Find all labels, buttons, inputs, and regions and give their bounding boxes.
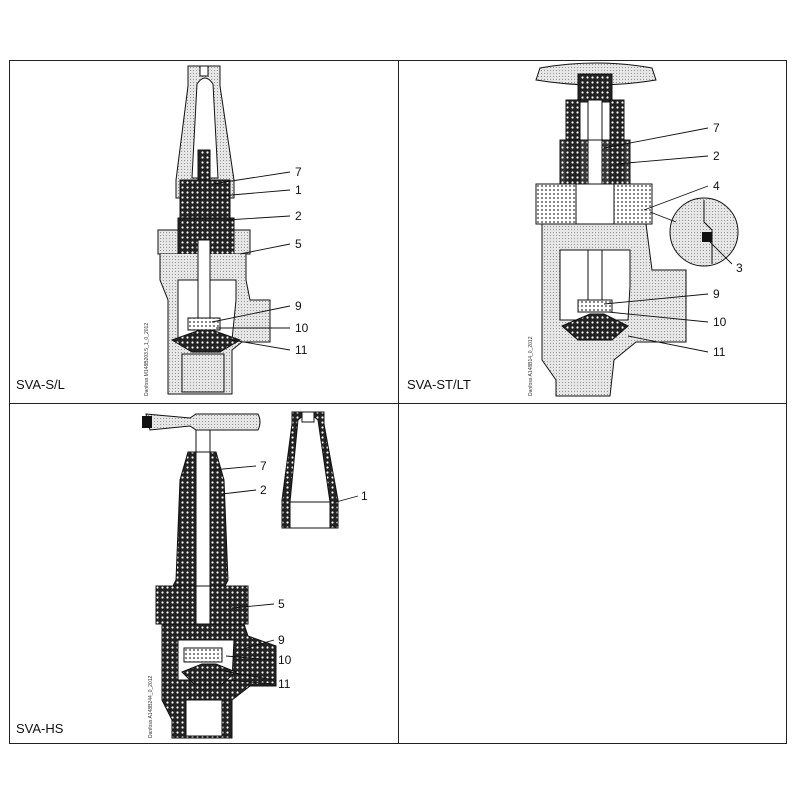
drawing-id: Danfoss A148B244_0_2012: [148, 676, 154, 738]
callout-5: 5: [278, 597, 285, 611]
callout-9: 9: [713, 287, 720, 301]
callout-4: 4: [713, 179, 720, 193]
callout-10: 10: [278, 653, 292, 667]
callout-9: 9: [278, 633, 285, 647]
callout-2: 2: [260, 483, 267, 497]
callout-10: 10: [295, 321, 309, 335]
callout-7: 7: [260, 459, 267, 473]
sva-stlt-drawing: 7 2 4 3 9 10 11 Danfoss A148B14_0_2012: [528, 62, 743, 397]
callout-10: 10: [713, 315, 727, 329]
grid-divider-vertical: [398, 60, 399, 744]
drawing-id: Danfoss A148B14_0_2012: [528, 336, 534, 396]
callout-11: 11: [278, 677, 291, 691]
callout-5: 5: [295, 237, 302, 251]
callout-11: 11: [713, 345, 726, 359]
callout-9: 9: [295, 299, 302, 313]
callout-2: 2: [295, 209, 302, 223]
panel-title-sva-sl: SVA-S/L: [16, 377, 65, 392]
callout-1: 1: [295, 183, 302, 197]
callout-2: 2: [713, 149, 720, 163]
panel-title-sva-hs: SVA-HS: [16, 721, 64, 736]
callout-11: 11: [295, 343, 308, 357]
callout-7: 7: [295, 165, 302, 179]
drawing-id: Danfoss M148B203.5_1_0_2012: [144, 323, 150, 396]
sva-sl-drawing: 7 1 2 5 9 10 11 Danfoss M148B203.5_1_0_2…: [144, 65, 309, 396]
panel-title-sva-stlt: SVA-ST/LT: [407, 377, 471, 392]
sva-hs-drawing: 7 2 1 5 9 10 11 Danfoss A148B244_0_2012: [142, 411, 368, 739]
grid-divider-horizontal: [9, 403, 787, 404]
callout-1: 1: [361, 489, 368, 503]
callout-7: 7: [713, 121, 720, 135]
callout-3: 3: [736, 261, 743, 275]
